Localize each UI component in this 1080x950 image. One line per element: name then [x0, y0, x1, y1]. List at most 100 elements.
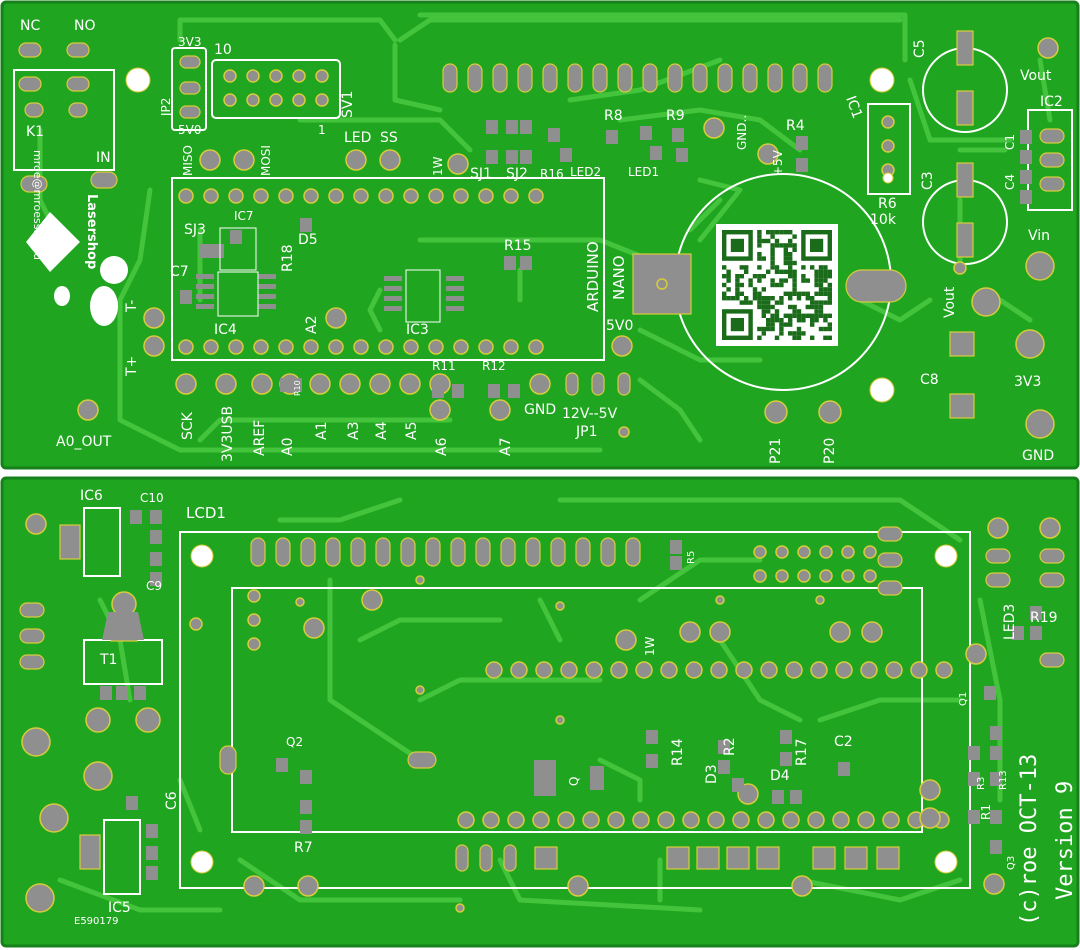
- pad: [709, 621, 731, 643]
- lcd-header-pin: [325, 537, 341, 567]
- qr-module: [788, 252, 793, 257]
- qr-module: [792, 269, 797, 274]
- smd-resistor: [796, 158, 808, 172]
- bottom-pin: [696, 846, 720, 870]
- smd-component: [968, 810, 980, 824]
- pad: [983, 873, 1005, 895]
- qr-module: [792, 313, 797, 318]
- ic1-pin: [881, 115, 895, 129]
- smd-component: [780, 730, 792, 744]
- qr-module: [770, 318, 775, 323]
- lcd-inner-outline: [231, 587, 923, 833]
- ic4-outline: [217, 271, 259, 317]
- pin-row: [782, 811, 800, 829]
- display-connector: [845, 269, 907, 303]
- qr-module: [823, 300, 828, 305]
- top-board: [0, 0, 1080, 470]
- sv1-pin: [315, 93, 329, 107]
- bottom-pin: [666, 846, 690, 870]
- pad: [21, 727, 51, 757]
- smd-resistor: [230, 230, 242, 244]
- qr-module: [770, 247, 775, 252]
- small-header-pin: [841, 545, 855, 559]
- pad: [987, 517, 1009, 539]
- pad: [247, 613, 261, 627]
- jp2-outline: [171, 47, 207, 131]
- qr-module: [788, 238, 793, 244]
- mosi-pad: [233, 149, 255, 171]
- pad: [219, 745, 237, 775]
- label-r1: R1: [979, 804, 993, 820]
- qr-module: [774, 318, 780, 323]
- label-p20: P20: [822, 438, 838, 464]
- qr-module: [744, 296, 749, 301]
- qr-module: [739, 300, 744, 305]
- smd-component: [646, 754, 658, 768]
- label-email: mroe@mroessler.eu: [31, 150, 44, 260]
- qr-module: [757, 265, 762, 270]
- label-vout-top: Vout: [1020, 68, 1052, 84]
- smd-resistor: [300, 218, 312, 232]
- pad: [135, 707, 161, 733]
- qr-module: [788, 265, 793, 270]
- small-header-pin: [753, 569, 767, 583]
- nano-pin: [328, 339, 344, 355]
- label-d3: D3: [704, 764, 720, 784]
- qr-module: [770, 256, 775, 261]
- label-no: NO: [74, 18, 96, 34]
- ic5-outline: [103, 819, 141, 895]
- nano-pin: [503, 339, 519, 355]
- smd-component: [100, 686, 112, 700]
- mounting-hole: [934, 544, 958, 568]
- header-pin: [692, 63, 708, 93]
- smd-resistor: [676, 148, 688, 162]
- qr-module: [774, 230, 780, 235]
- pin-row: [610, 661, 628, 679]
- header-pin: [792, 63, 808, 93]
- pin-row: [585, 661, 603, 679]
- qr-module: [810, 304, 815, 310]
- header-pin: [767, 63, 783, 93]
- qr-module: [757, 326, 762, 332]
- qr-module: [796, 313, 802, 318]
- ic4-lead: [196, 294, 214, 299]
- nano-pin: [278, 188, 294, 204]
- qr-module: [770, 230, 775, 235]
- qr-module: [779, 331, 784, 336]
- relay-pad: [20, 175, 48, 193]
- relay-pad: [68, 102, 88, 118]
- qr-module: [827, 269, 832, 274]
- qr-module: [810, 322, 815, 327]
- ic4-lead: [258, 274, 276, 279]
- qr-module: [726, 296, 731, 301]
- qr-module: [823, 318, 828, 323]
- qr-finder: [730, 238, 744, 252]
- smd-component: [790, 790, 802, 804]
- relay-pad: [66, 42, 90, 58]
- relay-pad: [24, 102, 44, 118]
- smd-component: [146, 866, 158, 880]
- qr-module: [766, 304, 771, 310]
- qr-module: [722, 274, 727, 279]
- qr-module: [761, 313, 766, 318]
- smd-resistor: [520, 120, 532, 134]
- label-r3: R3: [976, 777, 987, 790]
- pin-row: [707, 811, 725, 829]
- nano-pin: [253, 188, 269, 204]
- smd-component: [150, 572, 162, 586]
- label-vout-side: Vout: [942, 286, 958, 318]
- pad: [85, 707, 111, 733]
- header-pin: [467, 63, 483, 93]
- 1w-pad: [447, 153, 469, 175]
- header-pin: [617, 63, 633, 93]
- pin-row: [657, 811, 675, 829]
- qr-module: [761, 300, 766, 305]
- smd-component: [300, 820, 312, 834]
- io-pin: [309, 373, 331, 395]
- label-code: E590179: [74, 916, 119, 927]
- qr-module: [818, 313, 824, 318]
- logo-diamond: [26, 212, 80, 272]
- sv1-pin: [315, 69, 329, 83]
- qr-module: [792, 260, 797, 266]
- label-a3: A3: [346, 422, 362, 440]
